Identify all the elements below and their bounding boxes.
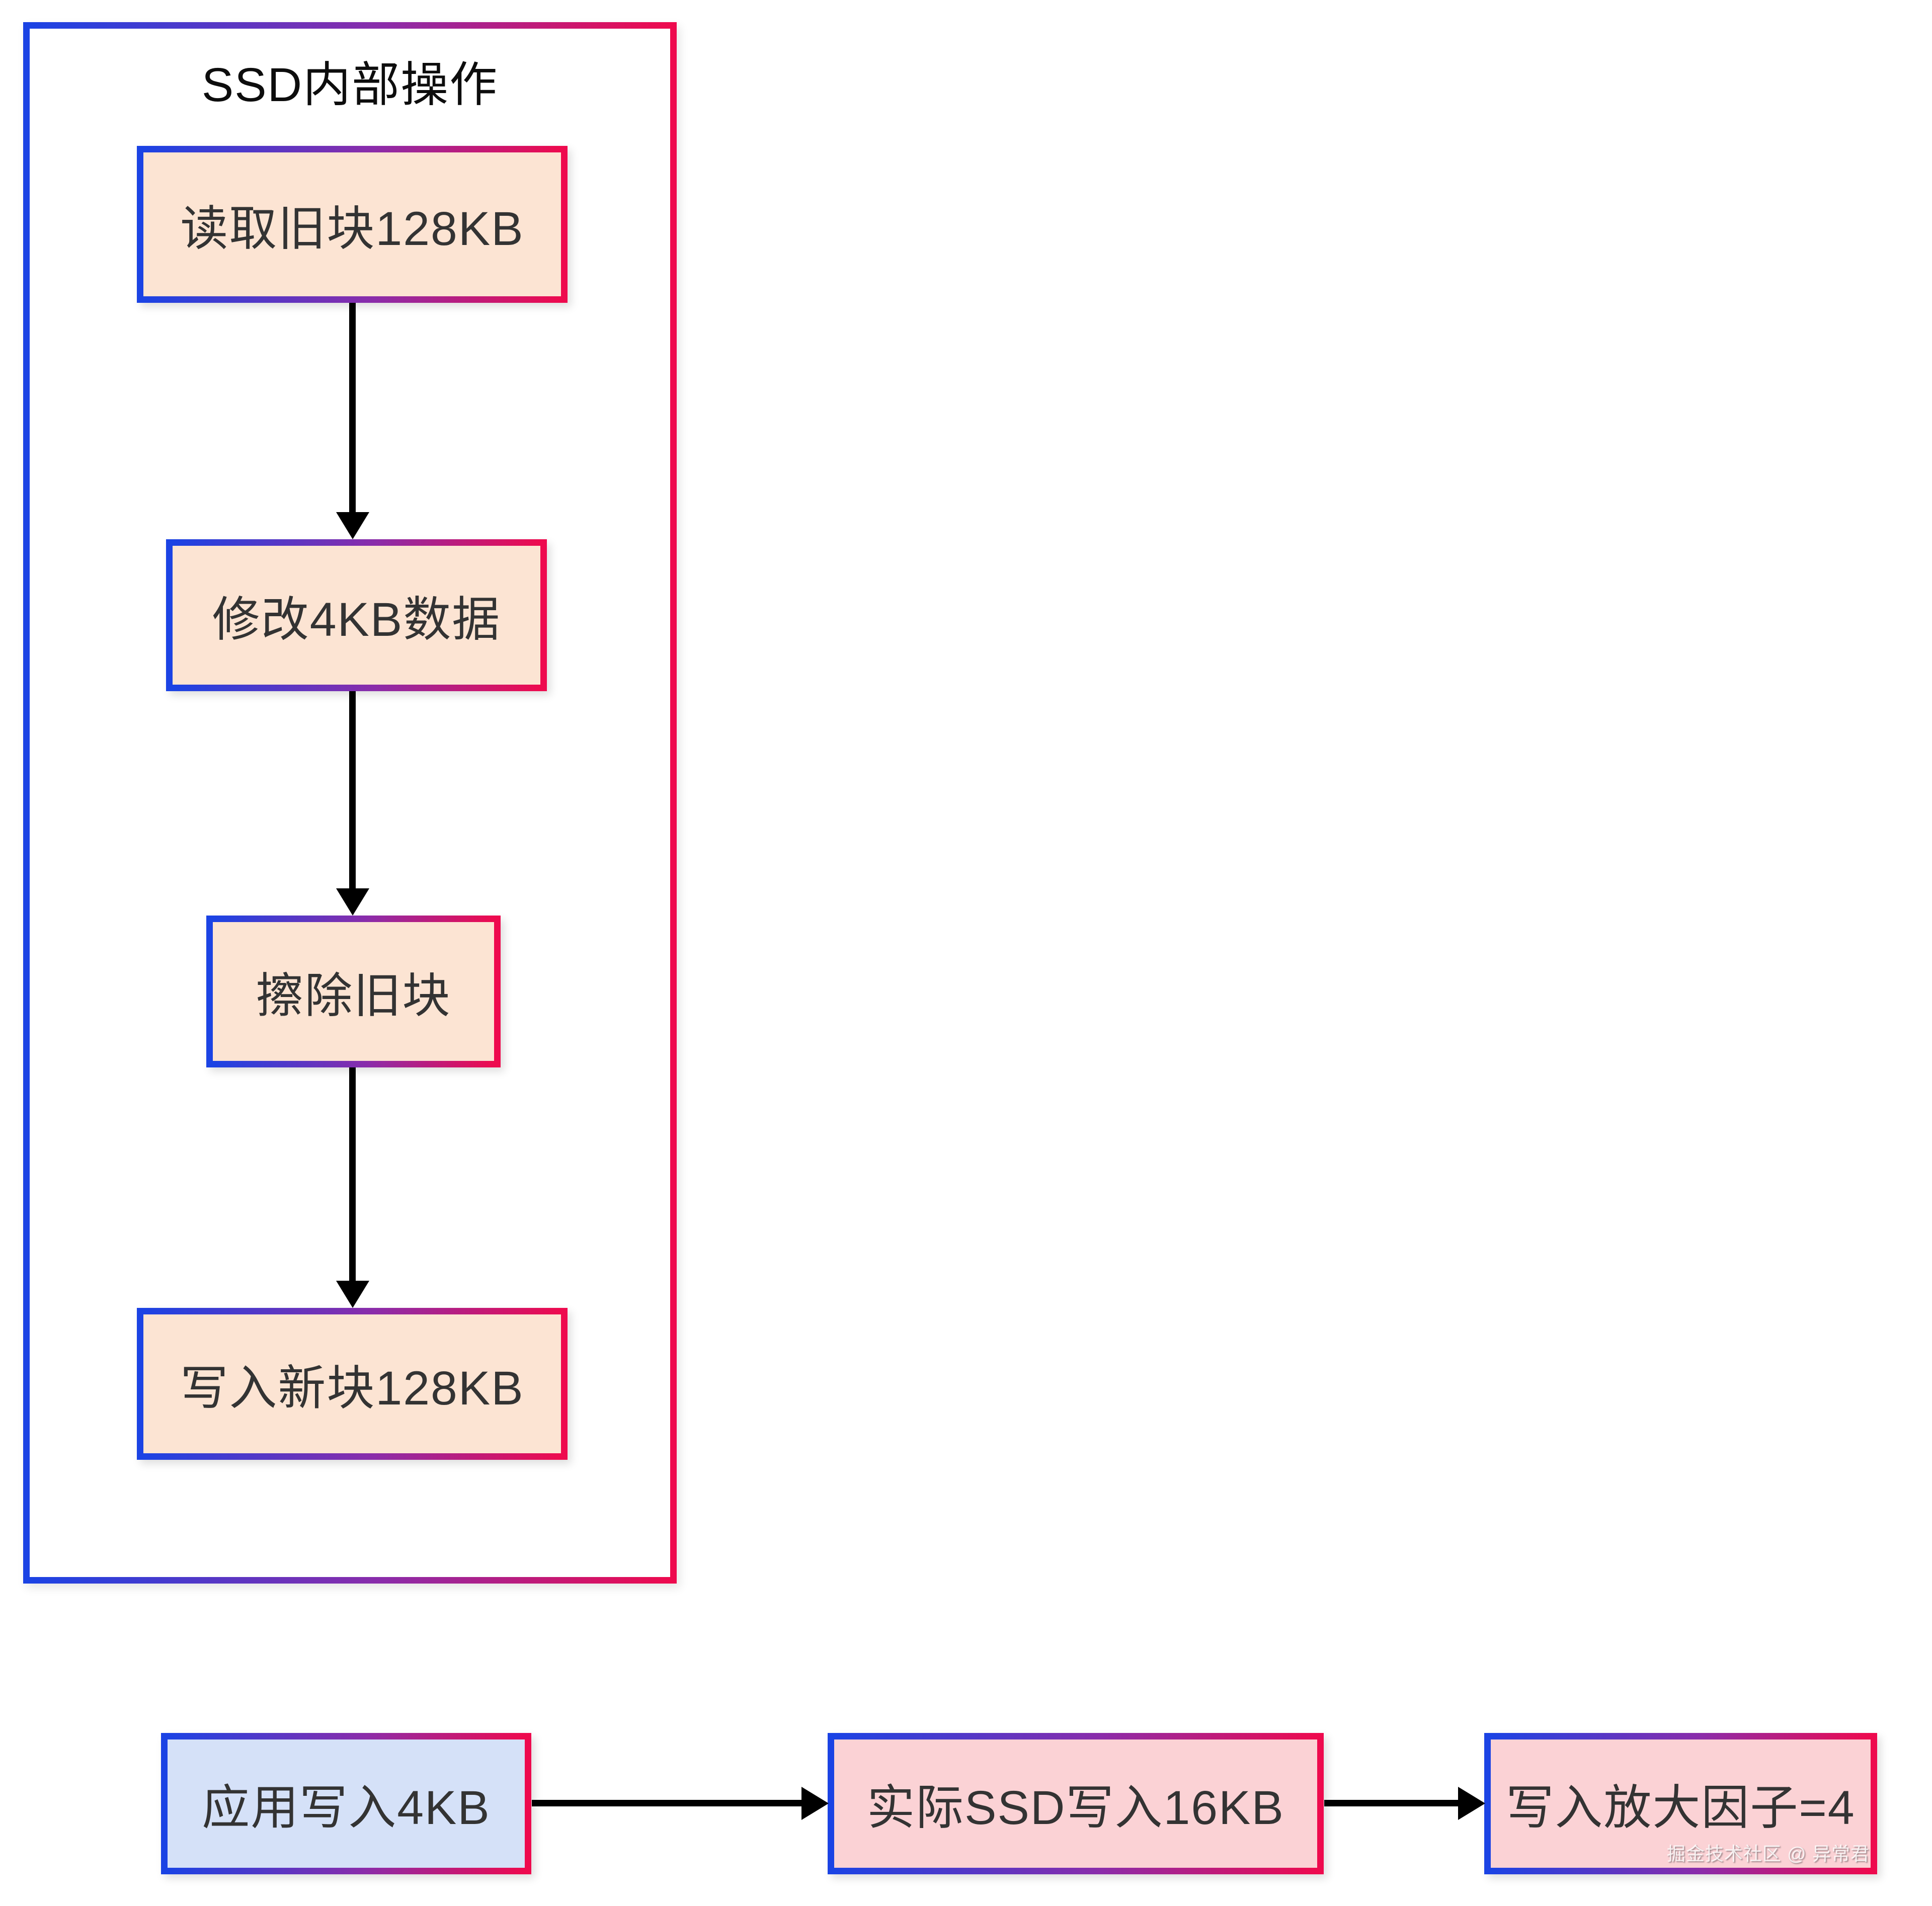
arrow-right-2-head-icon bbox=[1458, 1787, 1485, 1820]
node-app-write-label: 应用写入4KB bbox=[202, 1781, 491, 1835]
node-write-new-block-label: 写入新块128KB bbox=[180, 1361, 524, 1415]
node-modify-data: 修改4KB数据 bbox=[166, 539, 547, 691]
node-app-write: 应用写入4KB bbox=[161, 1733, 531, 1874]
subgraph-title: SSD内部操作 bbox=[201, 58, 499, 112]
node-write-amplification-factor-label: 写入放大因子=4 bbox=[1506, 1781, 1856, 1835]
arrow-right-1-line bbox=[532, 1800, 803, 1806]
node-modify-data-label: 修改4KB数据 bbox=[212, 593, 501, 646]
watermark: 掘金技术社区 @ 异常君 bbox=[1666, 1844, 1870, 1864]
node-write-new-block: 写入新块128KB bbox=[137, 1308, 568, 1460]
node-read-old-block-label: 读取旧块128KB bbox=[180, 202, 524, 256]
node-erase-old-block-label: 擦除旧块 bbox=[256, 969, 451, 1023]
node-actual-ssd-write-label: 实际SSD写入16KB bbox=[867, 1781, 1284, 1835]
node-actual-ssd-write: 实际SSD写入16KB bbox=[828, 1733, 1324, 1874]
arrow-right-2-line bbox=[1324, 1800, 1460, 1806]
node-read-old-block: 读取旧块128KB bbox=[137, 146, 568, 303]
arrow-right-1-head-icon bbox=[801, 1787, 829, 1820]
node-erase-old-block: 擦除旧块 bbox=[206, 916, 501, 1067]
node-write-amplification-factor: 写入放大因子=4 bbox=[1484, 1733, 1877, 1874]
